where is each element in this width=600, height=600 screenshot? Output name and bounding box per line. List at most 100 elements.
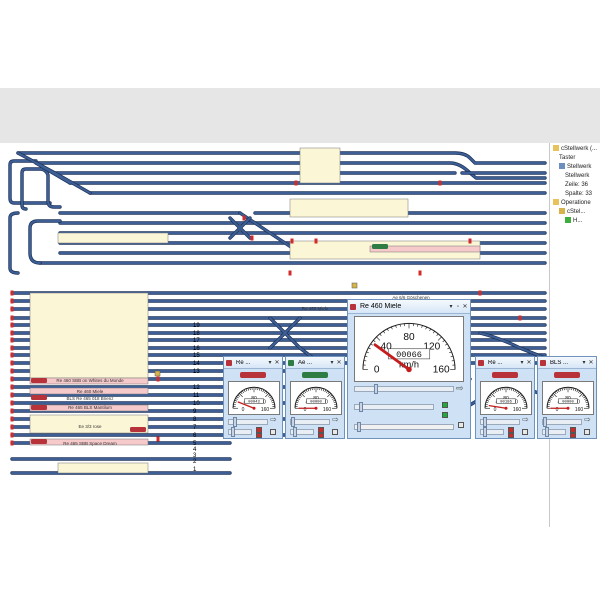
function-slider-thumb[interactable] bbox=[545, 427, 549, 437]
signal-icon[interactable] bbox=[468, 238, 472, 244]
dropdown-icon[interactable]: ▾ bbox=[582, 359, 586, 366]
signal-icon[interactable] bbox=[438, 180, 442, 186]
loco-marker[interactable] bbox=[31, 439, 47, 444]
function-slider-thumb[interactable] bbox=[293, 427, 297, 437]
function-slider-thumb[interactable] bbox=[231, 427, 235, 437]
signal-icon[interactable] bbox=[478, 290, 482, 296]
signal-icon[interactable] bbox=[10, 290, 14, 296]
arrow-right-icon[interactable]: ⇨ bbox=[522, 415, 529, 424]
switch-icon[interactable] bbox=[154, 370, 161, 377]
signal-icon[interactable] bbox=[518, 315, 522, 321]
red-light-icon[interactable] bbox=[508, 433, 514, 438]
dropdown-icon[interactable]: ▾ bbox=[449, 303, 453, 310]
arrow-right-icon[interactable]: ⇨ bbox=[584, 415, 591, 424]
speed-slider[interactable] bbox=[290, 417, 330, 427]
signal-icon[interactable] bbox=[10, 432, 14, 438]
tree-node[interactable]: cStel... bbox=[559, 208, 585, 217]
close-icon[interactable]: ✕ bbox=[588, 359, 594, 366]
arrow-right-icon[interactable]: ⇨ bbox=[456, 383, 464, 393]
signal-icon[interactable] bbox=[10, 345, 14, 351]
signal-icon[interactable] bbox=[314, 238, 318, 244]
loco-window[interactable]: Re ... ▾ ✕ 0408012016000186 ⇨ bbox=[475, 356, 535, 439]
signal-icon[interactable] bbox=[10, 424, 14, 430]
function-slider[interactable] bbox=[480, 427, 504, 437]
direction-slider[interactable] bbox=[354, 422, 454, 432]
signal-icon[interactable] bbox=[10, 376, 14, 382]
close-icon[interactable]: ✕ bbox=[526, 359, 532, 366]
tree-node[interactable]: Zeile: 36 bbox=[565, 181, 588, 190]
red-light-icon[interactable] bbox=[256, 433, 262, 438]
speed-slider[interactable] bbox=[228, 417, 268, 427]
title-bar[interactable]: BLS ... ▾ ✕ bbox=[538, 357, 596, 369]
signal-icon[interactable] bbox=[10, 330, 14, 336]
signal-icon[interactable] bbox=[10, 337, 14, 343]
signal-icon[interactable] bbox=[10, 368, 14, 374]
tree-node[interactable]: H... bbox=[565, 217, 582, 226]
green-light-icon[interactable] bbox=[442, 412, 448, 418]
signal-icon[interactable] bbox=[10, 306, 14, 312]
red-light-icon[interactable] bbox=[570, 427, 576, 433]
tree-node[interactable]: Spalte: 33 bbox=[565, 190, 592, 199]
title-bar[interactable]: Re ... ▾ ✕ bbox=[224, 357, 282, 369]
tree-node[interactable]: cStellwerk (... bbox=[553, 145, 597, 154]
function-slider-thumb[interactable] bbox=[483, 427, 487, 437]
title-bar[interactable]: Re ... ▾ ✕ bbox=[476, 357, 534, 369]
loco-window[interactable]: BLS ... ▾ ✕ 0408012016000000 ⇨ bbox=[537, 356, 597, 439]
pin-icon[interactable]: ▫ bbox=[456, 303, 460, 310]
tree-node[interactable]: Stellwerk bbox=[565, 172, 589, 181]
red-light-icon[interactable] bbox=[318, 433, 324, 438]
signal-icon[interactable] bbox=[418, 270, 422, 276]
green-light-icon[interactable] bbox=[442, 402, 448, 408]
signal-icon[interactable] bbox=[290, 238, 294, 244]
function-slider[interactable] bbox=[228, 427, 252, 437]
dropdown-icon[interactable]: ▾ bbox=[330, 359, 334, 366]
tree-node[interactable]: Taster bbox=[559, 154, 575, 163]
loco-window[interactable]: Re ... ▾ ✕ 0408012016000043 ⇨ bbox=[223, 356, 283, 439]
signal-icon[interactable] bbox=[10, 440, 14, 446]
close-icon[interactable]: ✕ bbox=[336, 359, 342, 366]
signal-icon[interactable] bbox=[10, 400, 14, 406]
speed-slider-thumb[interactable] bbox=[373, 384, 378, 394]
speed-slider[interactable] bbox=[542, 417, 582, 427]
loco-marker[interactable] bbox=[372, 244, 388, 249]
function-slider[interactable] bbox=[542, 427, 566, 437]
stop-button[interactable] bbox=[522, 429, 528, 435]
speed-slider[interactable] bbox=[354, 384, 454, 394]
speed-slider-thumb[interactable] bbox=[482, 417, 487, 427]
stop-button[interactable] bbox=[584, 429, 590, 435]
arrow-right-icon[interactable]: ⇨ bbox=[270, 415, 277, 424]
speed-slider-thumb[interactable] bbox=[233, 417, 238, 427]
speed-slider[interactable] bbox=[480, 417, 520, 427]
speed-slider-thumb[interactable] bbox=[543, 417, 547, 427]
loco-marker[interactable] bbox=[130, 427, 146, 432]
loco-window[interactable]: Ae ... ▾ ✕ 0408012016000000 ⇨ bbox=[285, 356, 345, 439]
title-bar[interactable]: Ae ... ▾ ✕ bbox=[286, 357, 344, 369]
signal-icon[interactable] bbox=[242, 215, 246, 221]
dropdown-icon[interactable]: ▾ bbox=[520, 359, 524, 366]
signal-icon[interactable] bbox=[156, 376, 160, 382]
signal-icon[interactable] bbox=[156, 436, 160, 442]
red-light-icon[interactable] bbox=[508, 427, 514, 433]
arrow-right-icon[interactable]: ⇨ bbox=[332, 415, 339, 424]
signal-icon[interactable] bbox=[10, 360, 14, 366]
signal-icon[interactable] bbox=[10, 392, 14, 398]
function-slider[interactable] bbox=[354, 402, 434, 412]
loco-marker[interactable] bbox=[31, 395, 47, 400]
stop-button[interactable] bbox=[458, 422, 464, 428]
signal-icon[interactable] bbox=[10, 352, 14, 358]
red-light-icon[interactable] bbox=[256, 427, 262, 433]
red-light-icon[interactable] bbox=[570, 433, 576, 438]
dropdown-icon[interactable]: ▾ bbox=[268, 359, 272, 366]
stop-button[interactable] bbox=[332, 429, 338, 435]
direction-slider-thumb[interactable] bbox=[357, 422, 361, 432]
signal-icon[interactable] bbox=[10, 315, 14, 321]
switch-icon[interactable] bbox=[351, 282, 358, 289]
signal-icon[interactable] bbox=[10, 384, 14, 390]
red-light-icon[interactable] bbox=[318, 427, 324, 433]
signal-icon[interactable] bbox=[250, 235, 254, 241]
signal-icon[interactable] bbox=[294, 180, 298, 186]
function-slider-thumb[interactable] bbox=[359, 402, 363, 412]
title-bar[interactable]: Re 460 Miele ▾ ▫ ✕ bbox=[348, 300, 470, 314]
signal-icon[interactable] bbox=[10, 298, 14, 304]
